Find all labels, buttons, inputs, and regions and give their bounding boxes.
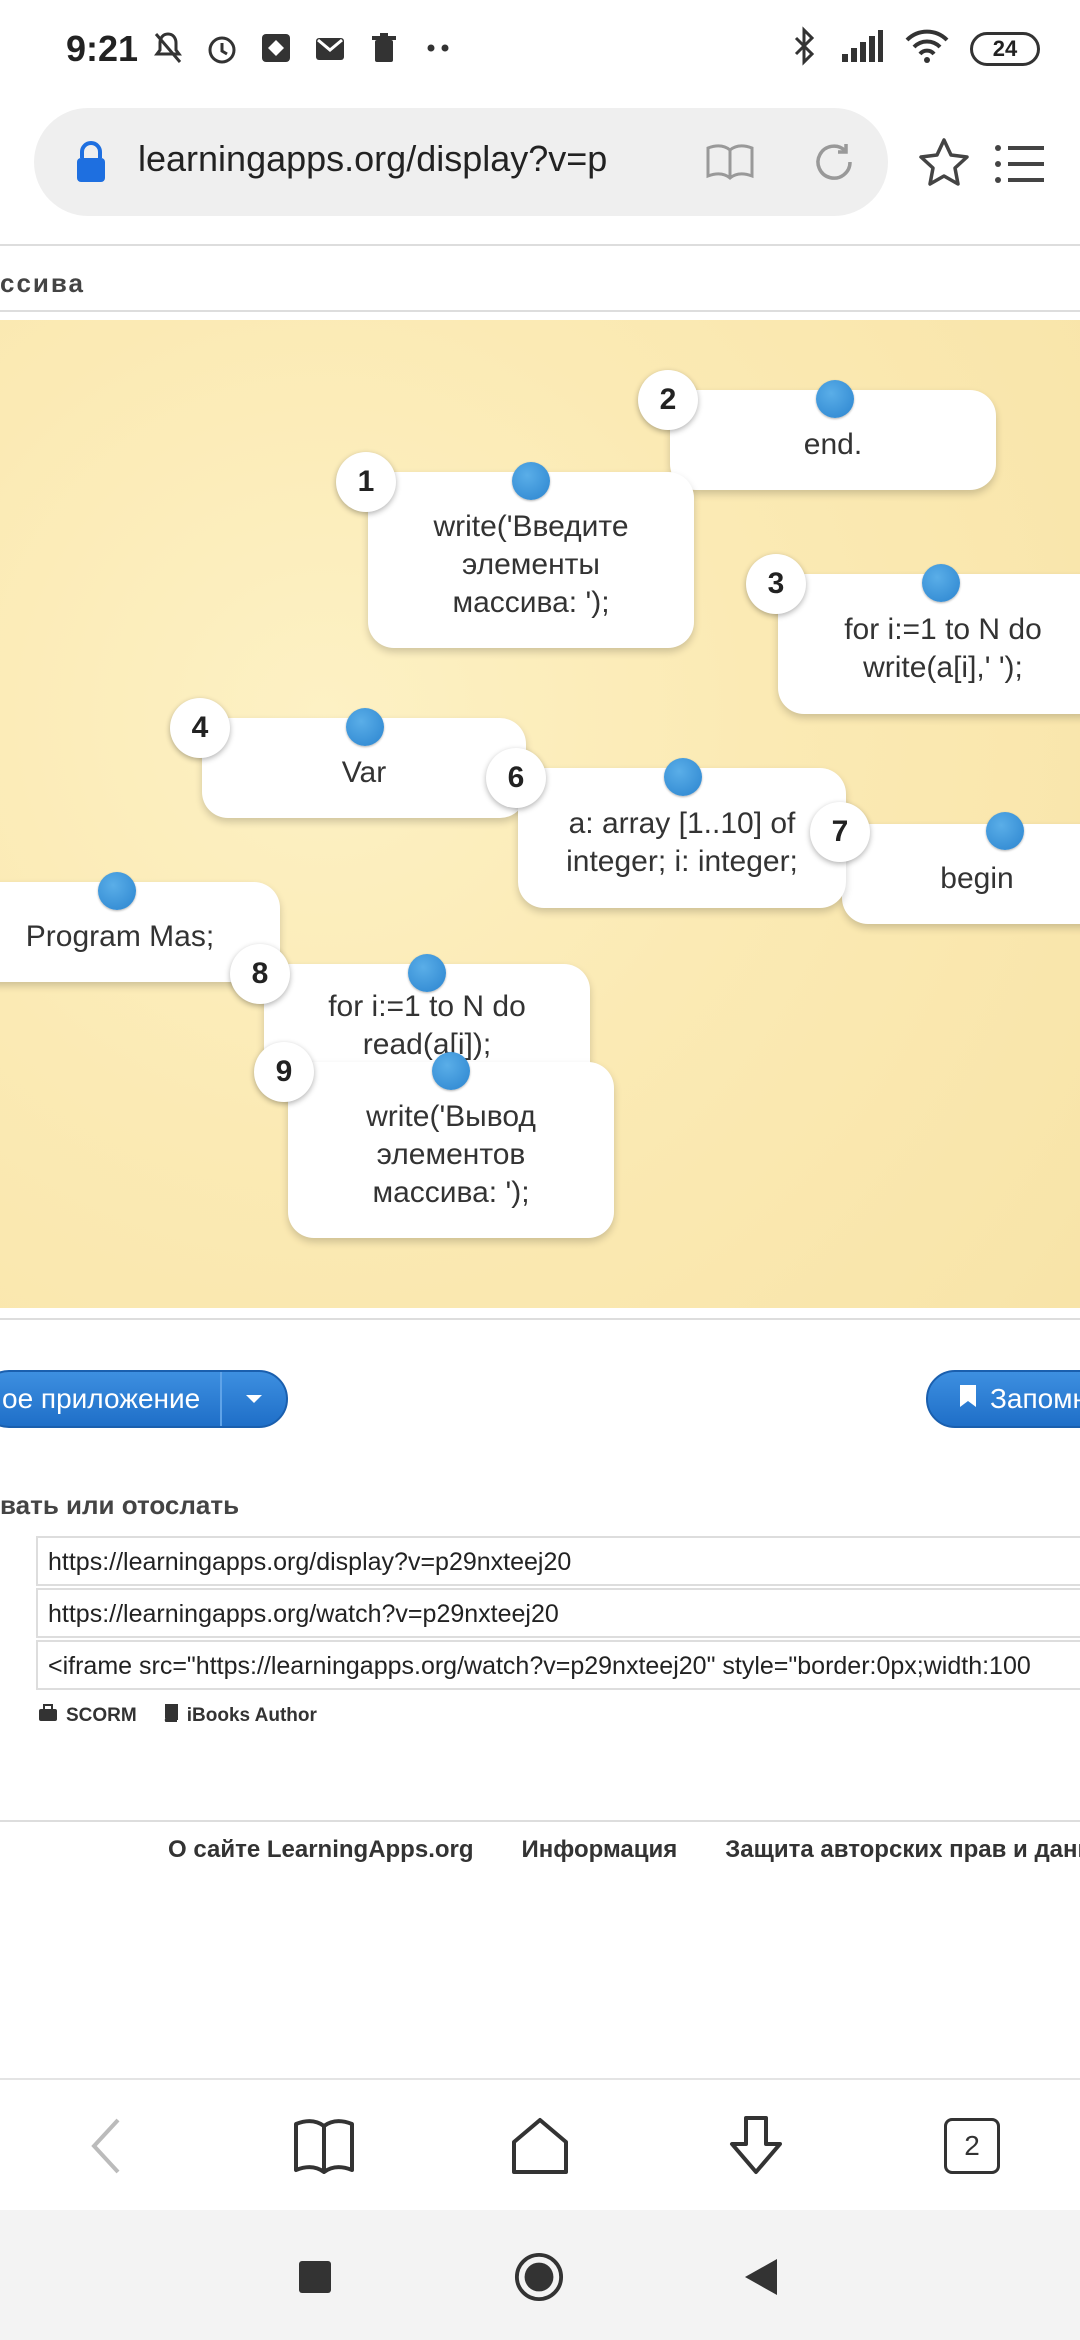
connector-dot[interactable] xyxy=(346,708,384,746)
card-text: for i:=1 to N do write(a[i],' '); xyxy=(844,613,1042,684)
connector-dot[interactable] xyxy=(664,758,702,796)
page-title: ссива xyxy=(0,268,86,298)
code-card-6[interactable]: a: array [1..10] of integer; i: integer; xyxy=(518,768,846,908)
ibooks-link[interactable]: iBooks Author xyxy=(161,1704,317,1728)
code-card-3[interactable]: for i:=1 to N do write(a[i],' '); xyxy=(778,574,1080,714)
share-link-watch[interactable]: https://learningapps.org/watch?v=p29nxte… xyxy=(36,1588,1080,1638)
connector-dot[interactable] xyxy=(986,812,1024,850)
download-icon[interactable] xyxy=(718,2108,794,2184)
back-icon[interactable] xyxy=(68,2108,144,2184)
notification-icons xyxy=(148,28,458,68)
connector-dot[interactable] xyxy=(432,1052,470,1090)
new-app-label: ое приложение xyxy=(2,1383,201,1414)
connector-dot[interactable] xyxy=(98,872,136,910)
signal-icon xyxy=(840,28,884,69)
divider xyxy=(0,1318,1080,1320)
footer-link-copyright[interactable]: Защита авторских прав и данных xyxy=(725,1836,1080,1863)
connector-dot[interactable] xyxy=(408,954,446,992)
trash-icon xyxy=(364,28,404,68)
bookmarks-book-icon[interactable] xyxy=(286,2108,362,2184)
home-circle-icon[interactable] xyxy=(514,2252,564,2302)
bookmark-icon xyxy=(958,1383,978,1416)
reader-mode-icon[interactable] xyxy=(702,134,758,190)
wifi-icon xyxy=(904,28,950,69)
menu-icon[interactable] xyxy=(990,134,1050,194)
reload-icon[interactable] xyxy=(806,134,862,190)
back-triangle-icon[interactable] xyxy=(736,2252,786,2302)
divider xyxy=(0,310,1080,312)
connector-dot[interactable] xyxy=(512,462,550,500)
scorm-link[interactable]: SCORM xyxy=(38,1704,137,1728)
ibooks-label: iBooks Author xyxy=(186,1705,317,1726)
card-text: write('Введите элементы массива: '); xyxy=(433,510,629,619)
card-text: a: array [1..10] of integer; i: integer; xyxy=(566,807,798,878)
chevron-down-icon[interactable] xyxy=(220,1372,286,1426)
divider xyxy=(0,244,1080,246)
status-time: 9:21 xyxy=(66,28,139,69)
scorm-label: SCORM xyxy=(66,1705,137,1726)
tabs-count: 2 xyxy=(944,2118,1000,2174)
share-link-display[interactable]: https://learningapps.org/display?v=p29nx… xyxy=(36,1536,1080,1586)
card-number-badge: 7 xyxy=(810,802,870,862)
card-text: Program Mas; xyxy=(25,920,215,953)
system-nav-bar xyxy=(0,2210,1080,2340)
code-card-9[interactable]: write('Вывод элементов массива: '); xyxy=(288,1062,614,1238)
mail-icon xyxy=(310,28,350,68)
bookmark-star-icon[interactable] xyxy=(914,134,974,194)
code-card-7[interactable]: begin xyxy=(842,824,1080,924)
code-card-2[interactable]: end. xyxy=(670,390,996,490)
browser-bottom-nav: 2 xyxy=(0,2078,1080,2210)
briefcase-icon xyxy=(38,1704,58,1728)
card-number-badge: 9 xyxy=(254,1042,314,1102)
export-options: SCORM iBooks Author xyxy=(38,1704,317,1728)
connector-dot[interactable] xyxy=(816,380,854,418)
address-bar[interactable]: learningapps.org/display?v=p xyxy=(34,108,888,216)
bluetooth-icon xyxy=(790,26,820,71)
status-bar: 9:21 24 xyxy=(0,0,1080,100)
card-number-badge: 1 xyxy=(336,452,396,512)
card-number-badge: 2 xyxy=(638,370,698,430)
share-section-title: вать или отослать xyxy=(0,1490,240,1520)
tabs-button[interactable]: 2 xyxy=(934,2108,1010,2184)
card-text: write('Вывод элементов массива: '); xyxy=(366,1100,536,1209)
recents-icon[interactable] xyxy=(290,2252,340,2302)
card-number-badge: 8 xyxy=(230,944,290,1004)
remember-label: Запомн xyxy=(990,1383,1080,1414)
new-app-button[interactable]: ое приложение xyxy=(0,1370,288,1428)
card-text: end. xyxy=(803,428,863,461)
alarm-icon xyxy=(202,28,242,68)
footer-links: О сайте LearningApps.org Информация Защи… xyxy=(168,1836,1080,1864)
connector-dot[interactable] xyxy=(922,564,960,602)
card-number-badge: 6 xyxy=(486,748,546,808)
battery-indicator: 24 xyxy=(970,31,1040,66)
card-text: for i:=1 to N do read(a[i]); xyxy=(328,990,526,1061)
footer-link-about[interactable]: О сайте LearningApps.org xyxy=(168,1836,474,1863)
home-icon[interactable] xyxy=(502,2108,578,2184)
divider xyxy=(0,1820,1080,1822)
url-text[interactable]: learningapps.org/display?v=p xyxy=(138,138,608,179)
book-icon xyxy=(161,1704,179,1728)
footer-link-info[interactable]: Информация xyxy=(521,1836,678,1863)
app-icon xyxy=(256,28,296,68)
card-text: Var xyxy=(341,756,387,789)
more-dots-icon xyxy=(418,28,458,68)
lock-icon xyxy=(74,140,108,189)
card-text: begin xyxy=(940,862,1014,895)
puzzle-area: end. 2 write('Введите элементы массива: … xyxy=(0,320,1080,1308)
share-link-iframe[interactable]: <iframe src="https://learningapps.org/wa… xyxy=(36,1640,1080,1690)
system-icons: 24 xyxy=(790,26,1040,71)
card-number-badge: 3 xyxy=(746,554,806,614)
card-number-badge: 4 xyxy=(170,698,230,758)
mute-icon xyxy=(148,28,188,68)
code-card-1[interactable]: write('Введите элементы массива: '); xyxy=(368,472,694,648)
remember-button[interactable]: Запомн xyxy=(926,1370,1080,1428)
